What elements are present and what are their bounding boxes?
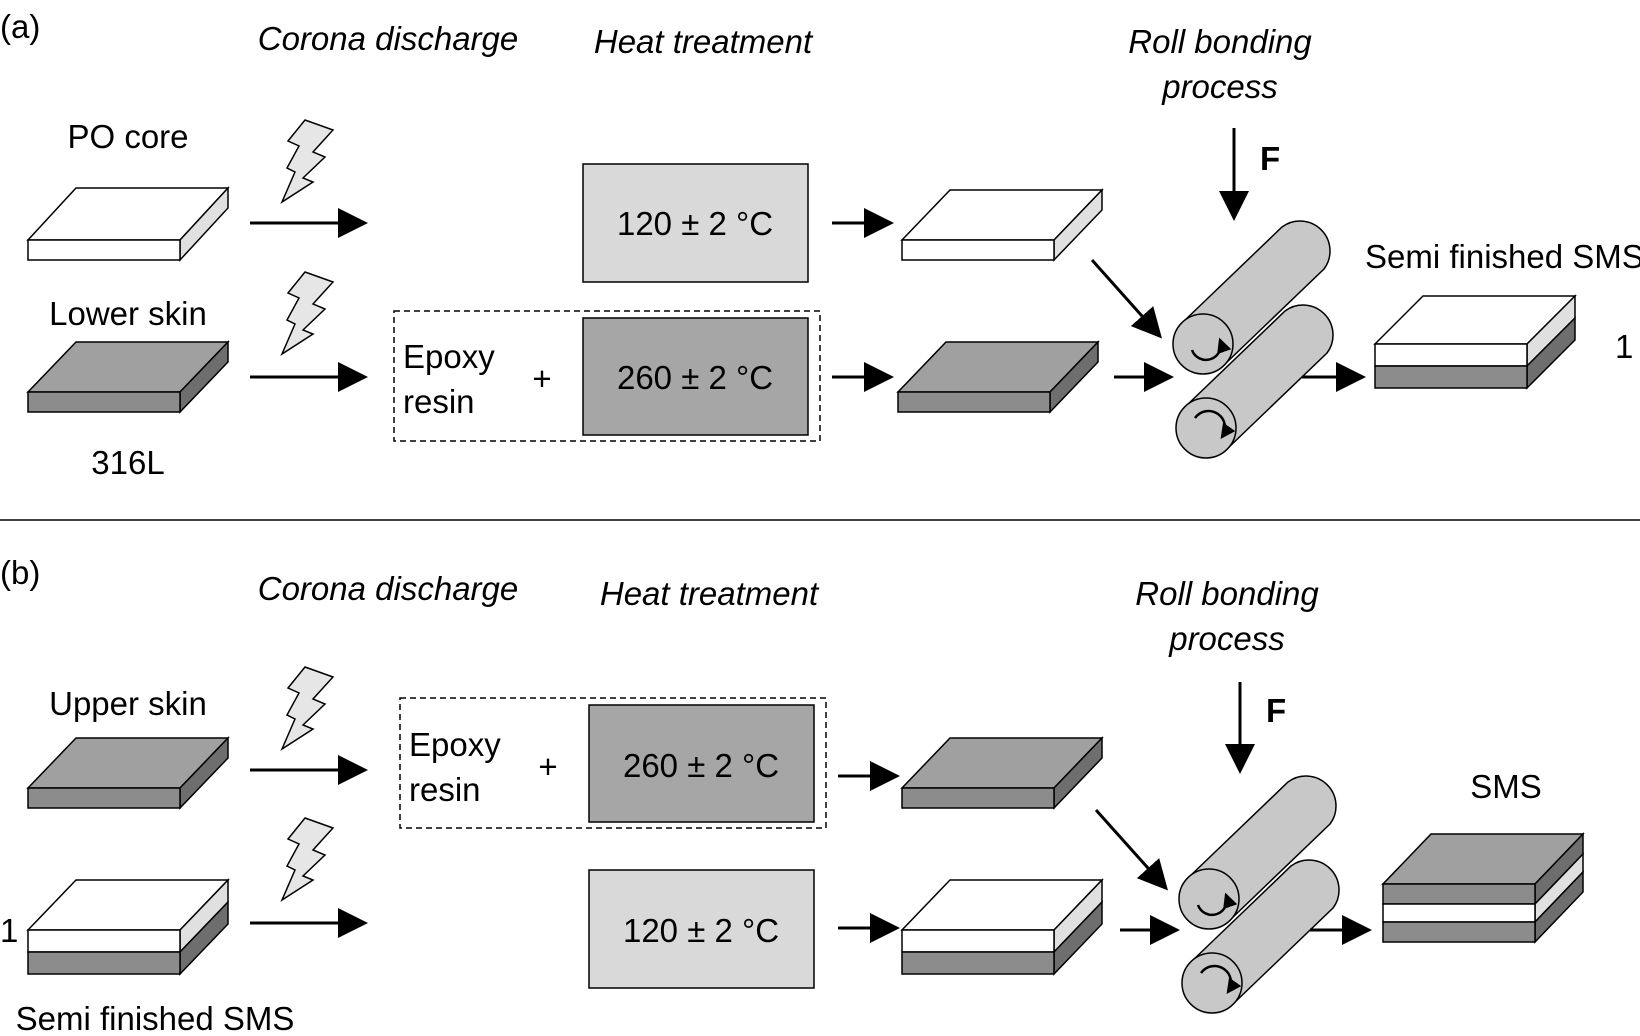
semi-finished-input-label: Semi finished SMS: [16, 1000, 295, 1036]
lower-skin-label: Lower skin: [49, 295, 207, 332]
epoxy-label-2: resin: [403, 383, 475, 420]
treated-semi-finished-stack: [900, 878, 1104, 976]
rotation-arrow-icon: [1193, 409, 1236, 440]
panel-a-roll-header-1: Roll bonding: [1128, 23, 1312, 60]
heat-box-core-b: [588, 869, 815, 989]
sms-label: SMS: [1470, 768, 1542, 805]
semi-finished-label: Semi finished SMS: [1365, 238, 1640, 275]
temp-core-label-b: 120 ± 2 °C: [623, 912, 779, 949]
po-core-label: PO core: [67, 118, 188, 155]
roller-icon: [1175, 304, 1334, 459]
rotation-arrow-icon: [1196, 892, 1238, 917]
upper-skin-label: Upper skin: [49, 685, 207, 722]
treated-upper-skin-slab: [900, 736, 1104, 810]
roller-icon: [1178, 775, 1337, 930]
roller-icon: [1181, 859, 1340, 1014]
treated-skin-slab: [896, 340, 1100, 414]
sms-stack: [1381, 832, 1585, 944]
rotation-arrow-icon: [1199, 964, 1242, 995]
force-label-b: F: [1266, 692, 1286, 729]
panel-a-heat-header: Heat treatment: [594, 23, 814, 60]
lightning-icon: [280, 666, 335, 751]
epoxy-label-1: Epoxy: [403, 338, 495, 375]
lightning-icon: [280, 271, 335, 356]
material-label: 316L: [91, 444, 164, 481]
temp-skin-label: 260 ± 2 °C: [617, 359, 773, 396]
heat-box-skin-b: [588, 704, 815, 823]
plus-sign: +: [532, 360, 551, 397]
temp-core-label: 120 ± 2 °C: [617, 205, 773, 242]
panel-b-corona-header: Corona discharge: [258, 570, 519, 607]
arrow-icon: [1094, 808, 1169, 891]
panel-a-corona-header: Corona discharge: [258, 20, 519, 57]
po-core-slab: [26, 186, 230, 262]
semi-finished-stack: [1373, 294, 1577, 390]
panel-a-tag: (a): [0, 8, 40, 45]
lower-skin-slab: [26, 340, 230, 414]
temp-skin-label-b: 260 ± 2 °C: [623, 747, 779, 784]
panel-b-roll-header-2: process: [1168, 620, 1285, 657]
lightning-icon: [280, 119, 335, 204]
epoxy-label-b-2: resin: [409, 771, 481, 808]
panel-a: (a) Corona discharge Heat treatment Roll…: [0, 8, 1640, 481]
heat-box-core: [582, 163, 809, 283]
plus-sign-b: +: [538, 748, 557, 785]
arrow-icon: [1090, 259, 1162, 339]
epoxy-group: [393, 310, 821, 442]
roller-icon: [1172, 220, 1331, 375]
force-label: F: [1260, 140, 1280, 177]
heat-box-skin: [582, 317, 809, 436]
rotation-arrow-icon: [1190, 337, 1232, 362]
marker-1-label: 1: [1615, 328, 1633, 365]
epoxy-label-b-1: Epoxy: [409, 726, 501, 763]
semi-finished-input-stack: [26, 878, 230, 976]
epoxy-group-b: [399, 697, 827, 829]
upper-skin-slab: [26, 736, 230, 810]
treated-core-slab: [900, 188, 1104, 262]
panel-b-roll-header-1: Roll bonding: [1135, 575, 1319, 612]
panel-b: (b) Corona discharge Heat treatment Roll…: [0, 554, 1585, 1036]
panel-a-roll-header-2: process: [1161, 68, 1278, 105]
panel-b-tag: (b): [0, 554, 40, 591]
marker-1-label-b: 1: [0, 912, 18, 949]
lightning-icon: [280, 817, 335, 902]
panel-b-heat-header: Heat treatment: [600, 575, 820, 612]
